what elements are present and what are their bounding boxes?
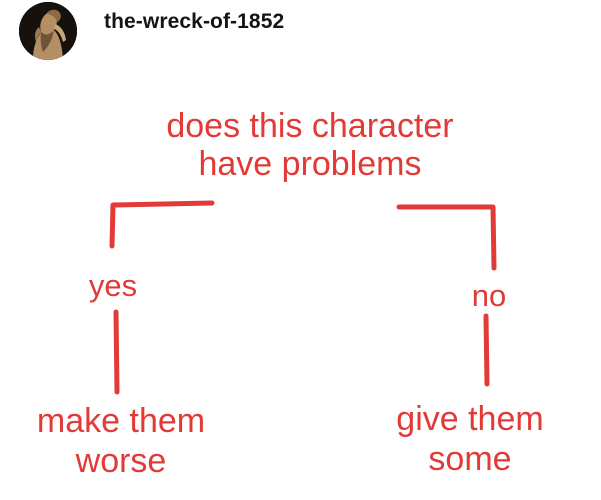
post-header: the-wreck-of-1852 — [0, 0, 601, 62]
flowchart-question: does this character have problems — [166, 107, 454, 183]
avatar[interactable] — [19, 2, 77, 60]
right-branch-line — [396, 204, 497, 271]
statue-avatar-icon — [19, 2, 77, 60]
no-result: give them some — [396, 400, 544, 478]
yes-result: make them worse — [36, 402, 206, 480]
no-connector-line — [483, 313, 490, 387]
yes-connector-line — [113, 309, 120, 395]
no-label: no — [471, 278, 507, 313]
left-branch-line — [109, 200, 215, 249]
username[interactable]: the-wreck-of-1852 — [104, 10, 285, 33]
yes-label: yes — [88, 268, 138, 303]
